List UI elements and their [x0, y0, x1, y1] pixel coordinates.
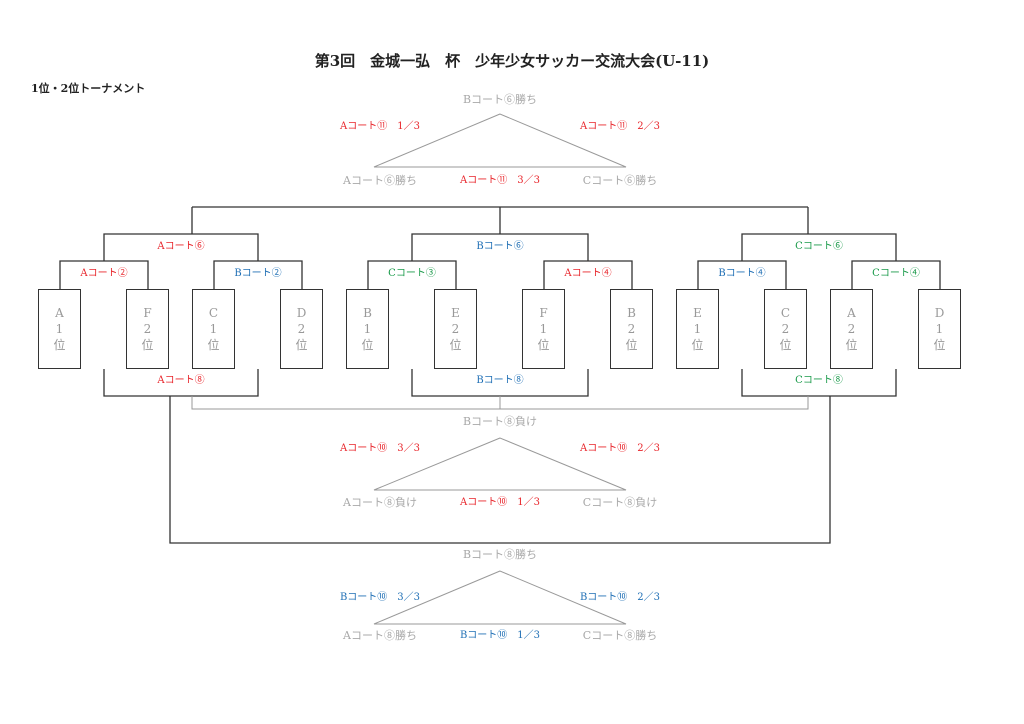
top-league-match-left: Aコート⑪ 1／3 — [340, 121, 420, 132]
top-league-right-team: Cコート⑥勝ち — [582, 174, 658, 187]
team-rank-suffix: 位 — [779, 338, 792, 352]
team-letter: A — [55, 306, 64, 320]
match-label-round1: Aコート④ — [564, 268, 612, 279]
team-rank: 2 — [451, 322, 460, 336]
match-label-losers: Aコート⑧ — [157, 375, 205, 386]
team-box-a1: A 1 位 — [38, 289, 81, 369]
team-rank: 2 — [847, 322, 856, 336]
team-letter: C — [780, 306, 791, 320]
winner-bracket-lines — [59, 206, 941, 544]
team-rank-suffix: 位 — [691, 338, 704, 352]
team-box-f1: F 1 位 — [522, 289, 565, 369]
team-box-c1: C 1 位 — [192, 289, 235, 369]
mid-league-triangle — [373, 437, 627, 491]
match-label-round1: Bコート② — [234, 268, 282, 279]
team-letter: D — [934, 306, 945, 320]
match-label-round1: Aコート② — [80, 268, 128, 279]
team-letter: A — [847, 306, 856, 320]
match-label-round1: Cコート③ — [388, 268, 436, 279]
match-label-losers: Bコート⑧ — [476, 375, 524, 386]
page-title: 第3回 金城一弘 杯 少年少女サッカー交流大会(U-11) — [314, 52, 710, 70]
team-rank: 1 — [209, 322, 218, 336]
top-league-match-right: Aコート⑪ 2／3 — [580, 121, 660, 132]
mid-league-match-left: Aコート⑩ 3／3 — [340, 443, 420, 454]
bottom-league-match-left: Bコート⑩ 3／3 — [339, 592, 421, 603]
team-letter: B — [627, 306, 636, 320]
top-league-top-team: Bコート⑥勝ち — [462, 93, 538, 106]
page-subtitle: 1位・2位トーナメント — [31, 82, 146, 95]
team-rank-suffix: 位 — [141, 338, 154, 352]
team-box-e2: E 2 位 — [434, 289, 477, 369]
team-letter: F — [539, 306, 548, 320]
bottom-league-match-right: Bコート⑩ 2／3 — [579, 592, 661, 603]
team-box-e1: E 1 位 — [676, 289, 719, 369]
team-rank-suffix: 位 — [207, 338, 220, 352]
mid-league-left-team: Aコート⑧負け — [343, 496, 417, 509]
team-letter: D — [296, 306, 307, 320]
team-box-b1: B 1 位 — [346, 289, 389, 369]
team-rank-suffix: 位 — [625, 338, 638, 352]
team-rank-suffix: 位 — [449, 338, 462, 352]
mid-league-match-bottom: Aコート⑩ 1／3 — [460, 497, 540, 508]
team-rank: 1 — [363, 322, 372, 336]
bottom-league-triangle — [373, 570, 627, 625]
team-rank-suffix: 位 — [845, 338, 858, 352]
team-rank: 1 — [693, 322, 702, 336]
team-letter: B — [363, 306, 372, 320]
team-box-f2: F 2 位 — [126, 289, 169, 369]
team-rank: 1 — [935, 322, 944, 336]
top-league-left-team: Aコート⑥勝ち — [343, 174, 417, 187]
top-league-triangle — [373, 113, 627, 168]
team-rank-suffix: 位 — [933, 338, 946, 352]
team-box-b2: B 2 位 — [610, 289, 653, 369]
team-letter: C — [208, 306, 219, 320]
team-letter: F — [143, 306, 152, 320]
match-label-round1: Bコート④ — [718, 268, 766, 279]
match-label-round2: Aコート⑥ — [157, 241, 205, 252]
top-league-match-bottom: Aコート⑪ 3／3 — [460, 175, 540, 186]
team-box-a2: A 2 位 — [830, 289, 873, 369]
team-rank: 2 — [627, 322, 636, 336]
loser-feed-lines — [191, 396, 809, 410]
team-rank: 1 — [539, 322, 548, 336]
mid-league-right-team: Cコート⑧負け — [582, 496, 658, 509]
match-label-round2: Bコート⑥ — [476, 241, 524, 252]
match-label-round1: Cコート④ — [872, 268, 920, 279]
team-rank-suffix: 位 — [537, 338, 550, 352]
bottom-league-left-team: Aコート⑧勝ち — [343, 629, 417, 642]
team-rank-suffix: 位 — [295, 338, 308, 352]
bottom-league-right-team: Cコート⑧勝ち — [582, 629, 658, 642]
match-label-losers: Cコート⑧ — [795, 375, 843, 386]
team-rank: 2 — [781, 322, 790, 336]
team-box-c2: C 2 位 — [764, 289, 807, 369]
mid-league-top-team: Bコート⑧負け — [462, 415, 538, 428]
team-rank-suffix: 位 — [361, 338, 374, 352]
team-letter: E — [451, 306, 460, 320]
team-rank-suffix: 位 — [53, 338, 66, 352]
team-box-d2: D 2 位 — [280, 289, 323, 369]
team-letter: E — [693, 306, 702, 320]
team-rank: 1 — [55, 322, 64, 336]
match-label-round2: Cコート⑥ — [795, 241, 843, 252]
team-box-d1: D 1 位 — [918, 289, 961, 369]
team-rank: 2 — [143, 322, 152, 336]
mid-league-match-right: Aコート⑩ 2／3 — [580, 443, 660, 454]
bottom-league-top-team: Bコート⑧勝ち — [462, 548, 538, 561]
bottom-league-match-bottom: Bコート⑩ 1／3 — [459, 630, 541, 641]
team-rank: 2 — [297, 322, 306, 336]
